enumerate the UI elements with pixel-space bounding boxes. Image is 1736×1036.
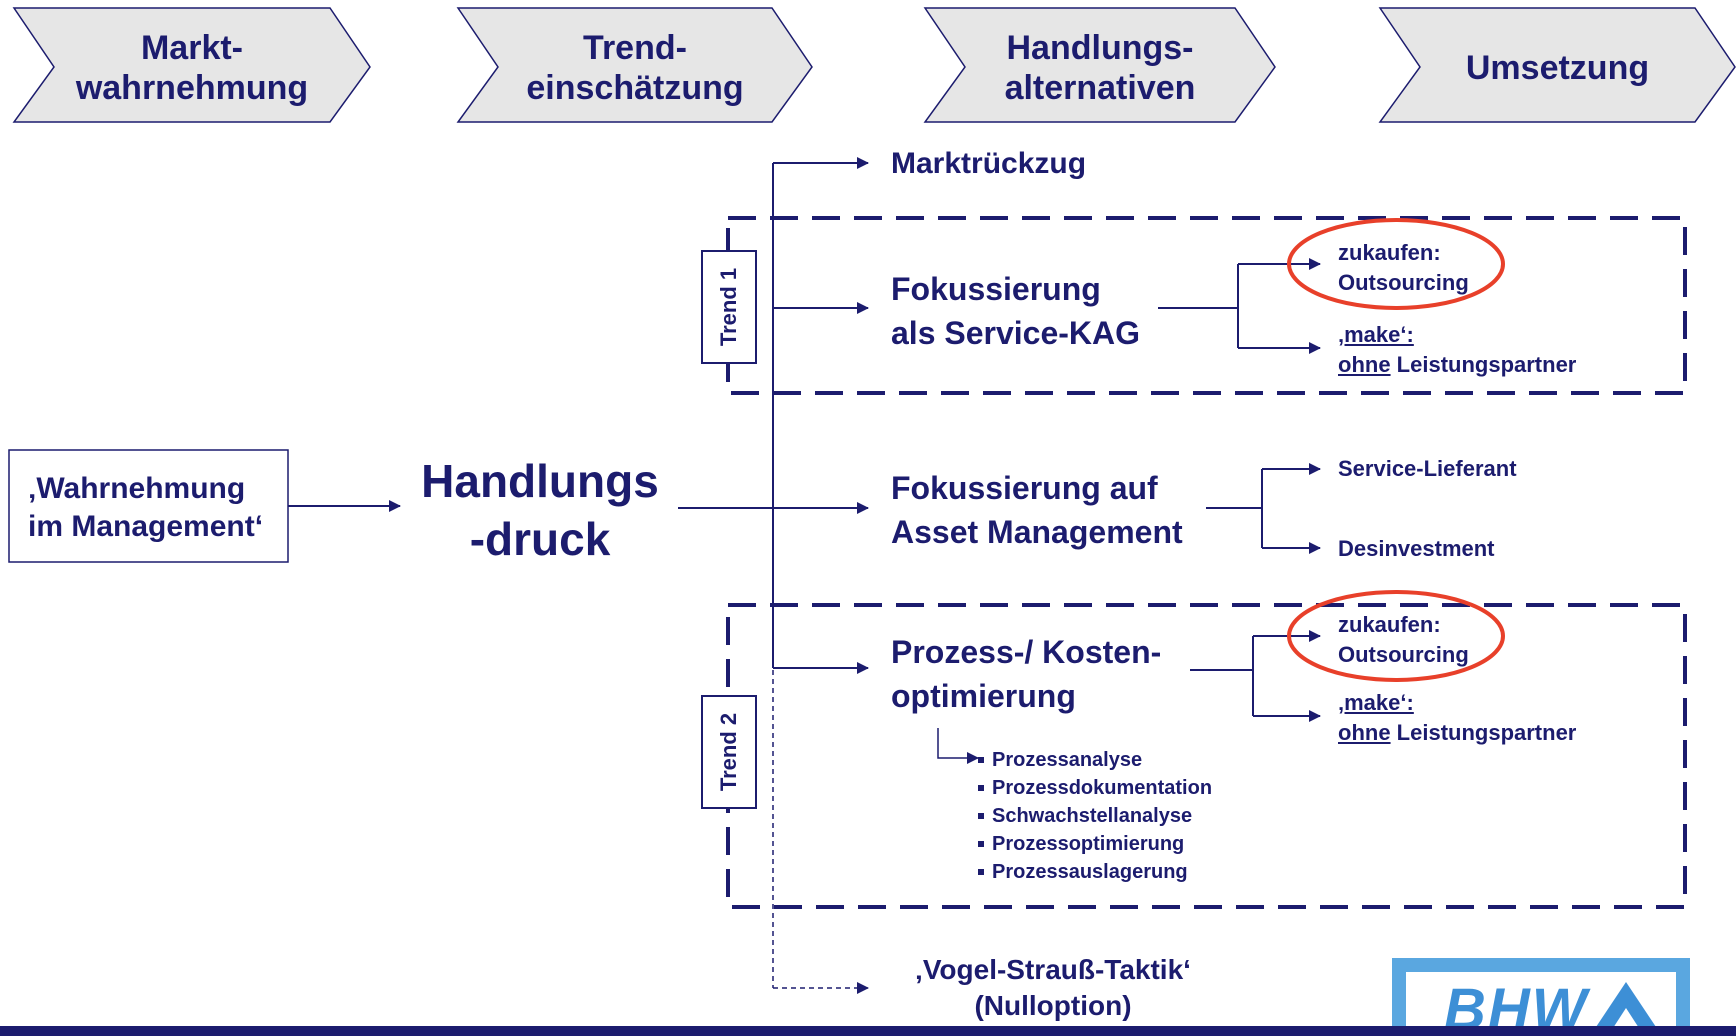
option-make-2-line1: ‚make‘: — [1338, 690, 1414, 715]
alt-service-kag-line1: Fokussierung — [891, 271, 1101, 307]
stage-chevron-2 — [456, 7, 813, 123]
process-step: Prozessanalyse — [978, 746, 1212, 774]
perception-line1: ‚Wahrnehmung — [28, 472, 246, 505]
stage-1-line2: wahrnehmung — [75, 69, 309, 107]
stage-3-line1: Handlungs- — [1006, 29, 1194, 67]
process-steps-list: Prozessanalyse Prozessdokumentation Schw… — [978, 746, 1212, 886]
trend-1-frame — [726, 216, 1687, 395]
option-buy-2: zukaufen: Outsourcing — [1338, 610, 1469, 670]
alt-process-line2: optimierung — [891, 678, 1076, 714]
stage-chevron-3 — [923, 7, 1276, 123]
stage-label-3: Handlungs- alternativen — [965, 14, 1235, 122]
perception-text: ‚Wahrnehmung im Management‘ — [28, 470, 263, 546]
process-step: Schwachstellanalyse — [978, 802, 1212, 830]
process-step-3: Schwachstellanalyse — [992, 805, 1193, 827]
alt-asset-line1: Fokussierung auf — [891, 470, 1158, 506]
process-step-1: Prozessanalyse — [992, 749, 1143, 771]
pressure-line2: -druck — [469, 513, 611, 565]
stage-chevron-1 — [12, 7, 371, 123]
option-divest: Desinvestment — [1338, 536, 1495, 561]
stage-chevron-4 — [1378, 7, 1736, 123]
stage-2-line2: einschätzung — [526, 69, 744, 107]
highlight-outsourcing-2 — [1287, 590, 1505, 682]
alt-process-line1: Prozess-/ Kosten- — [891, 634, 1162, 670]
option-make-2-ohne: ohne — [1338, 720, 1391, 745]
option-buy-1-line2: Outsourcing — [1338, 270, 1469, 295]
stage-label-2: Trend- einschätzung — [498, 14, 772, 122]
process-step-5: Prozessauslagerung — [992, 861, 1188, 883]
bhw-logo: BHW — [1392, 958, 1690, 1036]
stage-label-4: Umsetzung — [1420, 14, 1695, 122]
stage-3-line2: alternativen — [1004, 69, 1196, 107]
footer-bar — [0, 1026, 1736, 1036]
pressure-node: Handlungs -druck — [405, 452, 675, 568]
option-buy-1: zukaufen: Outsourcing — [1338, 238, 1469, 298]
trend-1-label: Trend 1 — [701, 250, 757, 364]
process-step: Prozessauslagerung — [978, 858, 1212, 886]
option-make-2-rest: Leistungspartner — [1390, 720, 1577, 745]
option-buy-2-line2: Outsourcing — [1338, 642, 1469, 667]
option-make-1-rest: Leistungspartner — [1390, 352, 1577, 377]
stage-4-line1: Umsetzung — [1465, 49, 1650, 87]
pressure-line1: Handlungs — [421, 455, 659, 507]
alt-ostrich-line1: ‚Vogel-Strauß-Taktik‘ — [915, 954, 1191, 985]
stage-2-line1: Trend- — [583, 29, 687, 67]
option-buy-1-line1: zukaufen: — [1338, 240, 1441, 265]
process-step-2: Prozessdokumentation — [992, 777, 1213, 799]
alt-service-kag-line2: als Service-KAG — [891, 315, 1141, 351]
alt-ostrich-line2: (Nulloption) — [974, 990, 1132, 1021]
perception-box — [8, 449, 289, 563]
perception-line2: im Management‘ — [28, 510, 264, 543]
option-buy-2-line1: zukaufen: — [1338, 612, 1441, 637]
option-make-2: ‚make‘: ohne Leistungspartner — [1338, 688, 1576, 748]
option-make-1-ohne: ohne — [1338, 352, 1391, 377]
alt-asset-management: Fokussierung auf Asset Management — [891, 466, 1183, 554]
option-make-1-line1: ‚make‘: — [1338, 322, 1414, 347]
option-make-1: ‚make‘: ohne Leistungspartner — [1338, 320, 1576, 380]
trend-2-text: Trend 2 — [716, 712, 741, 792]
trend-1-text: Trend 1 — [716, 267, 741, 347]
stage-1-line1: Markt- — [140, 29, 244, 67]
alt-process-optimization: Prozess-/ Kosten- optimierung — [891, 630, 1161, 718]
alt-service-kag: Fokussierung als Service-KAG — [891, 267, 1140, 355]
alt-ostrich: ‚Vogel-Strauß-Taktik‘ (Nulloption) — [893, 952, 1213, 1024]
stage-label-1: Markt- wahrnehmung — [54, 14, 330, 122]
option-service-supplier: Service-Lieferant — [1338, 456, 1517, 481]
trend-2-label: Trend 2 — [701, 695, 757, 809]
process-step: Prozessdokumentation — [978, 774, 1212, 802]
process-step-4: Prozessoptimierung — [992, 833, 1185, 855]
alt-withdrawal: Marktrückzug — [891, 147, 1087, 180]
alt-asset-line2: Asset Management — [891, 514, 1183, 550]
process-step: Prozessoptimierung — [978, 830, 1212, 858]
highlight-outsourcing-1 — [1287, 218, 1505, 310]
stage-chevrons — [12, 7, 1736, 123]
